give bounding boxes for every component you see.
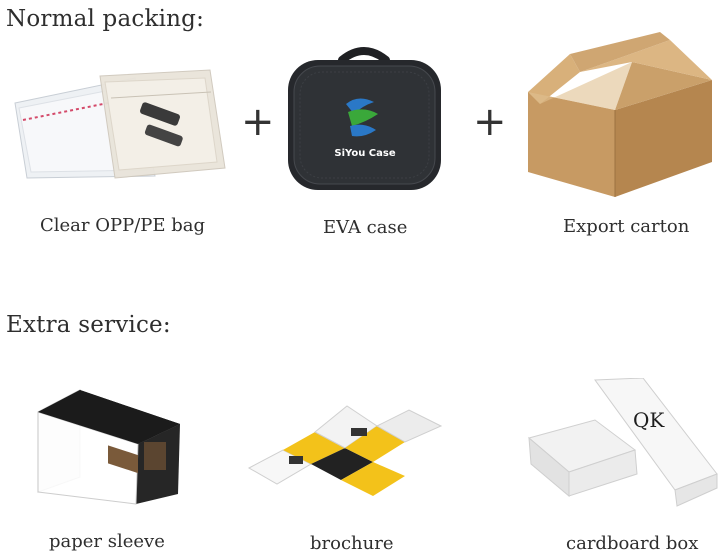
export-carton-image bbox=[520, 32, 720, 202]
paper-sleeve-image bbox=[30, 382, 180, 507]
opp-bag-image bbox=[5, 58, 230, 183]
brochure-image bbox=[245, 398, 450, 498]
eva-case-image bbox=[282, 42, 447, 197]
eva-case-caption: EVA case bbox=[323, 217, 408, 238]
plus-sign: + bbox=[473, 99, 507, 145]
paper-sleeve-caption: paper sleeve bbox=[49, 531, 165, 552]
normal-packing-heading: Normal packing: bbox=[6, 6, 205, 32]
cardboard-box-caption: cardboard box bbox=[566, 533, 699, 554]
brochure-caption: brochure bbox=[310, 533, 394, 554]
opp-bag-caption: Clear OPP/PE bag bbox=[40, 215, 206, 236]
cardboard-box-image bbox=[525, 378, 720, 513]
eva-case-logo-text: SiYou Case bbox=[334, 148, 396, 159]
extra-service-heading: Extra service: bbox=[6, 312, 171, 338]
cardboard-box-logo: QK bbox=[633, 408, 665, 432]
plus-sign: + bbox=[241, 99, 275, 145]
export-carton-caption: Export carton bbox=[563, 216, 690, 237]
